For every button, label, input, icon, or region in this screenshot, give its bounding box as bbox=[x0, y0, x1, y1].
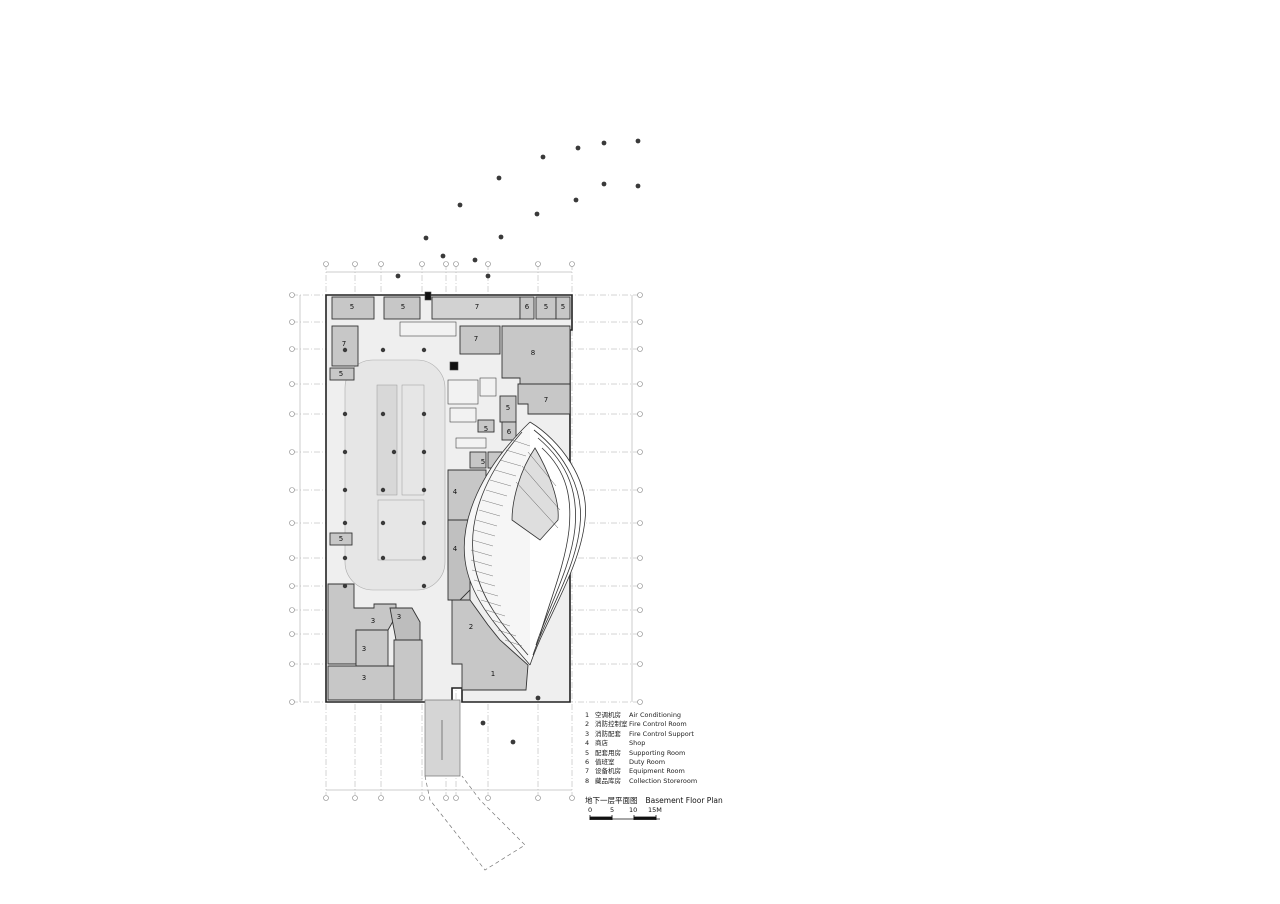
room-label: 7 bbox=[342, 340, 346, 348]
legend-number: 5 bbox=[585, 748, 590, 757]
scale-bar bbox=[589, 815, 660, 820]
legend-en: Equipment Room bbox=[629, 767, 685, 776]
room-label: 5 bbox=[339, 535, 343, 543]
room-label: 3 bbox=[362, 645, 366, 653]
legend-item: 1 空调机房 Air Conditioning bbox=[585, 711, 719, 720]
room-label: 5 bbox=[339, 370, 343, 378]
legend-cn: 商店 bbox=[595, 739, 608, 748]
legend-item: 6 值班室 Duty Room bbox=[585, 758, 719, 767]
legend-en: Fire Control Support bbox=[629, 729, 694, 738]
legend-number: 3 bbox=[585, 729, 590, 738]
entrance-ramp bbox=[424, 699, 526, 871]
room-label: 4 bbox=[453, 545, 458, 553]
legend-cn: 配套用房 bbox=[595, 748, 621, 757]
legend-en: Collection Storeroom bbox=[629, 776, 698, 785]
legend-item: 5 配套用房 Supporting Room bbox=[585, 749, 719, 758]
legend-number: 2 bbox=[585, 720, 590, 729]
room-label: 6 bbox=[507, 428, 512, 436]
plan-title-cn: 地下一层平面图 bbox=[585, 796, 638, 805]
room-label: 5 bbox=[481, 458, 485, 466]
legend-cn: 消防控制室 bbox=[595, 720, 628, 729]
legend-en: Air Conditioning bbox=[629, 711, 682, 719]
room-label: 8 bbox=[531, 349, 535, 357]
room-label: 7 bbox=[475, 303, 479, 311]
legend-item: 4 商店 Shop bbox=[585, 739, 719, 748]
legend-number: 6 bbox=[585, 758, 590, 767]
scale-label: 15M bbox=[648, 806, 662, 814]
scale-bar-labels: 0 5 10 15M bbox=[588, 806, 668, 820]
room-label: 7 bbox=[474, 335, 478, 343]
room-label: 7 bbox=[544, 396, 548, 404]
room-label: 5 bbox=[561, 303, 565, 311]
legend-en: Supporting Room bbox=[629, 748, 686, 757]
legend-en: Fire Control Room bbox=[629, 720, 687, 729]
legend-item: 8 藏品库房 Collection Storeroom bbox=[585, 777, 719, 786]
legend-en: Shop bbox=[629, 739, 646, 748]
legend-cn: 空调机房 bbox=[595, 711, 621, 719]
plan-title-en: Basement Floor Plan bbox=[645, 796, 723, 805]
legend-number: 1 bbox=[585, 711, 590, 719]
structural-columns bbox=[342, 347, 427, 589]
legend-number: 4 bbox=[585, 739, 590, 748]
curved-atrium bbox=[463, 421, 586, 666]
scale-label: 5 bbox=[610, 806, 615, 814]
room-label: 3 bbox=[362, 674, 366, 682]
room-label: 4 bbox=[453, 488, 458, 496]
site-trees bbox=[395, 138, 641, 745]
room-label: 5 bbox=[350, 303, 354, 311]
legend-number: 8 bbox=[585, 776, 590, 785]
legend-cn: 消防配套 bbox=[595, 729, 621, 738]
room-label: 6 bbox=[525, 303, 530, 311]
room-label: 5 bbox=[544, 303, 548, 311]
room-labels: 5 5 7 6 5 5 7 7 8 5 7 5 6 5 5 4 4 5 2 3 … bbox=[339, 303, 565, 682]
room-label: 5 bbox=[484, 425, 488, 433]
atrium-stair bbox=[470, 439, 531, 647]
legend-item: 7 设备机房 Equipment Room bbox=[585, 767, 719, 776]
legend-cn: 设备机房 bbox=[595, 767, 621, 776]
parking-area bbox=[344, 359, 446, 591]
plan-title: 地下一层平面图 Basement Floor Plan bbox=[585, 795, 723, 806]
axis-bubbles bbox=[289, 261, 643, 801]
room-label: 2 bbox=[469, 623, 473, 631]
cores bbox=[399, 291, 497, 449]
room-label: 3 bbox=[371, 617, 375, 625]
scale-label: 0 bbox=[588, 806, 593, 814]
legend-item: 3 消防配套 Fire Control Support bbox=[585, 730, 719, 739]
legend-number: 7 bbox=[585, 767, 590, 776]
room-label: 5 bbox=[506, 404, 510, 412]
legend-cn: 值班室 bbox=[595, 758, 615, 767]
room-label: 3 bbox=[397, 613, 401, 621]
legend-cn: 藏品库房 bbox=[595, 776, 621, 785]
dimension-lines bbox=[299, 271, 633, 791]
scale-label: 10 bbox=[629, 806, 638, 814]
legend-en: Duty Room bbox=[629, 758, 666, 767]
room-label: 5 bbox=[401, 303, 405, 311]
room-label: 1 bbox=[491, 670, 495, 678]
